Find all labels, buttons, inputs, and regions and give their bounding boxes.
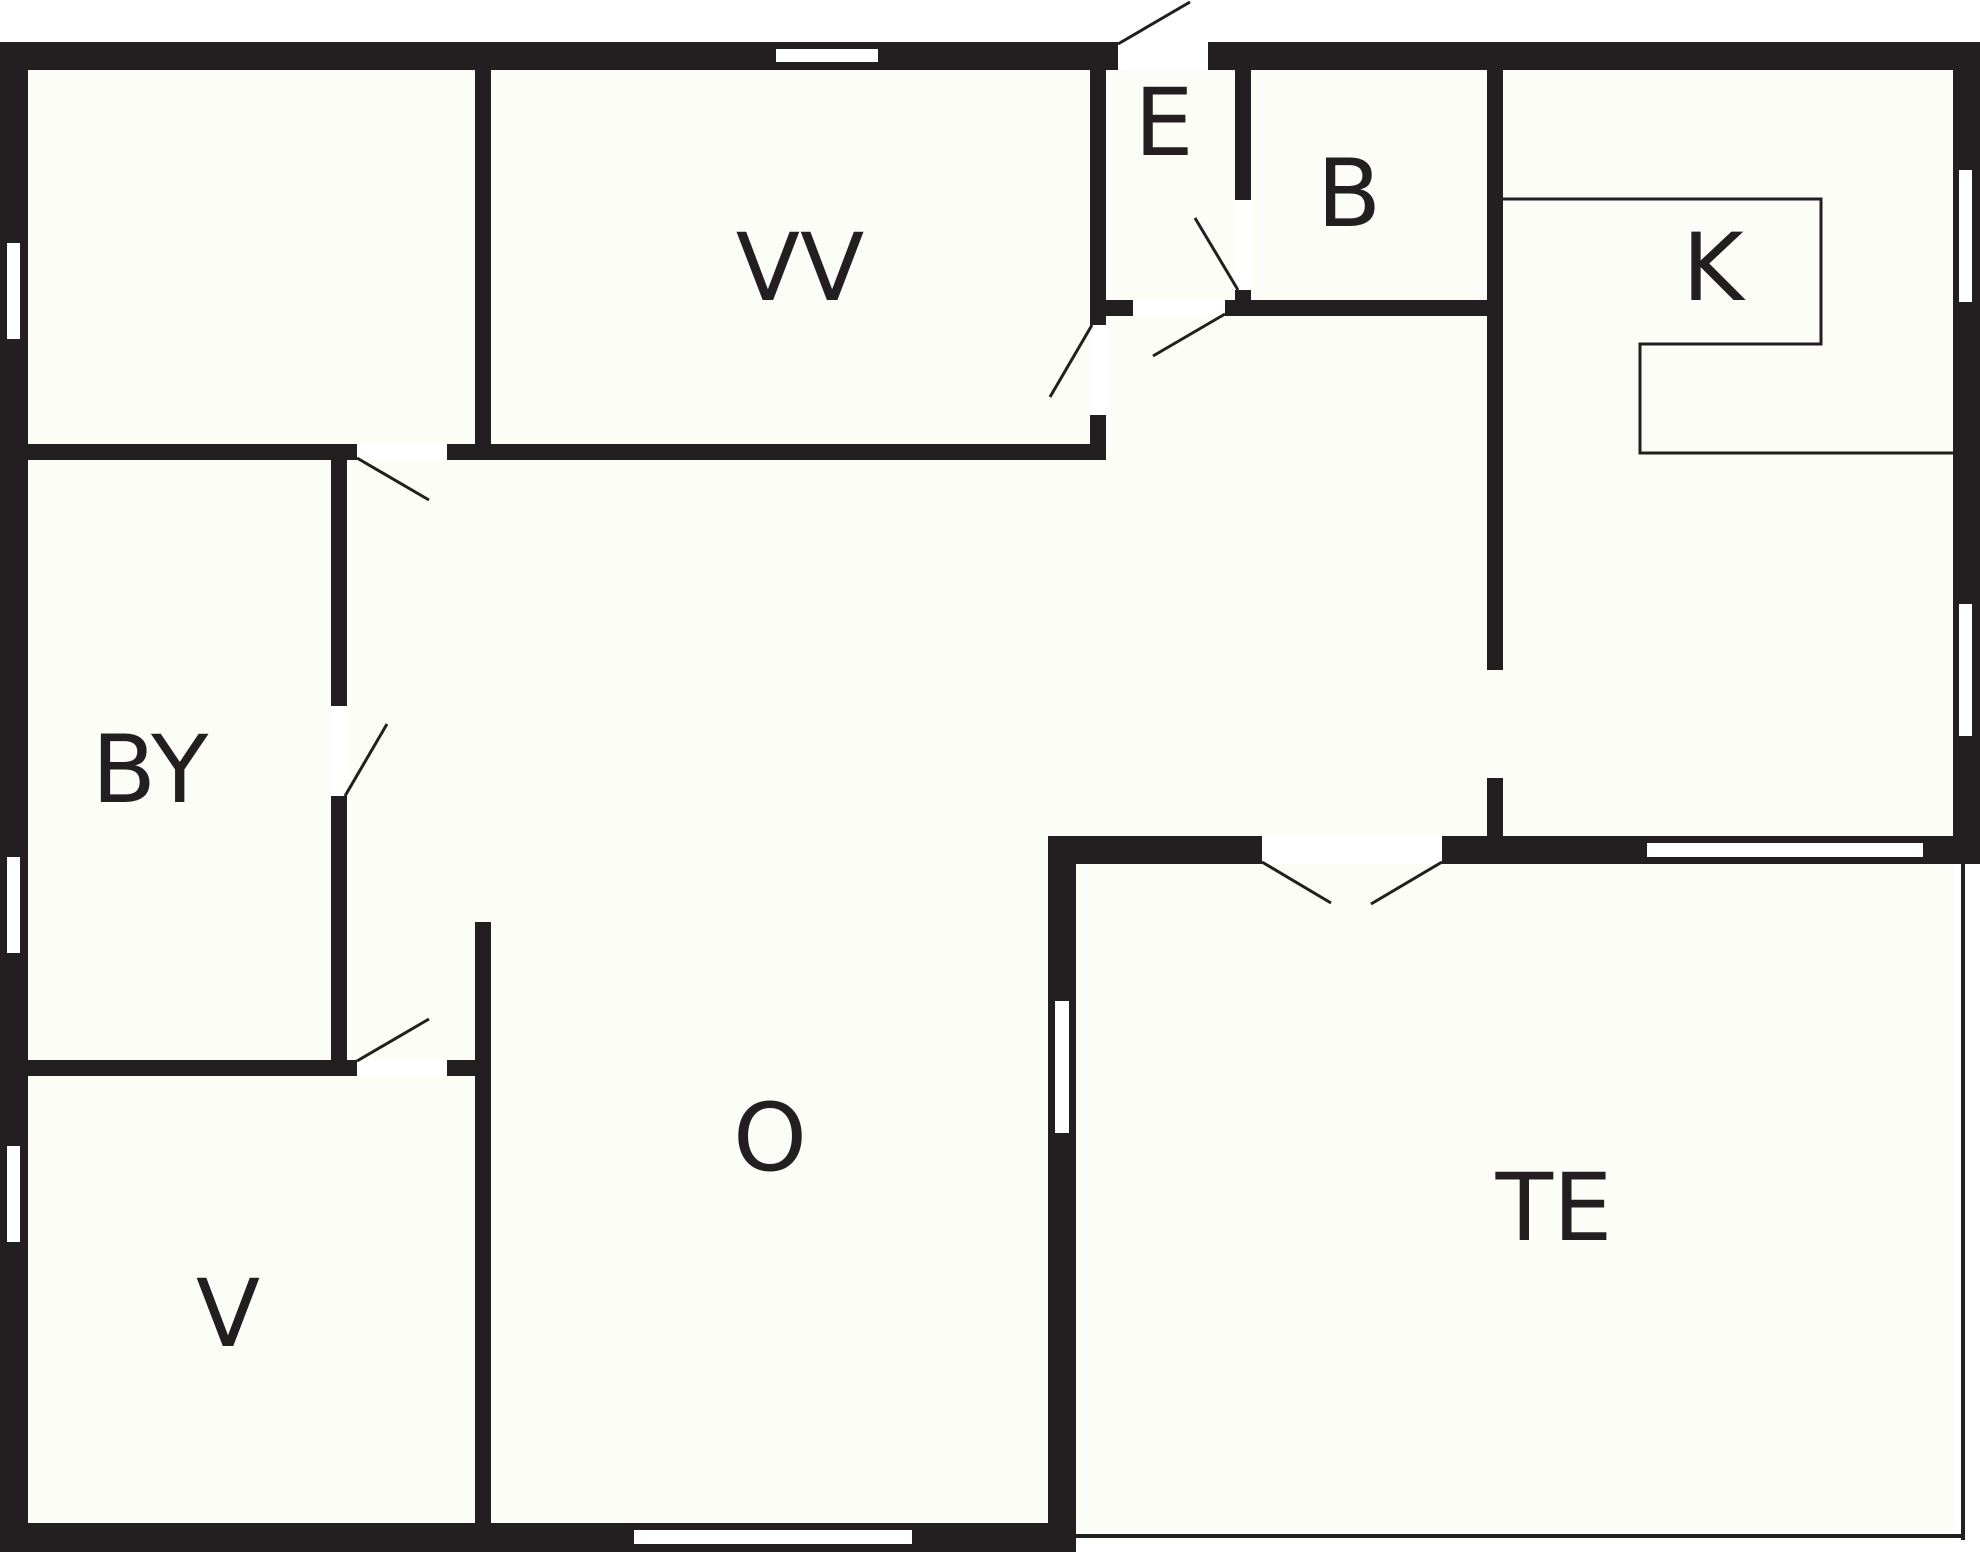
- outer-wall-right-upper: [1953, 42, 1980, 864]
- window-vv: [774, 47, 880, 64]
- vv-door-gap: [1090, 325, 1106, 415]
- wall-e-b-stub: [1238, 290, 1248, 305]
- window-left-1: [5, 241, 22, 341]
- room-label-v: V: [196, 1260, 260, 1369]
- wall-room1-vv: [475, 70, 491, 446]
- room-label-by: BY: [92, 716, 209, 825]
- te-outline-right: [1961, 864, 1965, 1540]
- outer-wall-top: [0, 42, 1980, 70]
- b-door-leaf: [1193, 217, 1240, 291]
- v-door-leaf: [356, 1017, 430, 1063]
- openings: [331, 41, 1442, 1076]
- room1-door-leaf: [356, 456, 430, 502]
- wall-v-o: [475, 922, 491, 1527]
- outer-wall-te-left: [1048, 836, 1076, 1552]
- floor-areas: [14, 55, 1954, 1541]
- window-right-2: [1957, 602, 1974, 738]
- window-left-2: [5, 855, 22, 955]
- room-label-b: B: [1317, 140, 1382, 249]
- by-door-gap: [331, 706, 347, 796]
- te-door-leaf-left: [1261, 860, 1332, 905]
- room-label-o: O: [733, 1084, 807, 1193]
- entry-door-gap: [1118, 41, 1208, 70]
- room1-door-gap: [357, 444, 447, 460]
- door-leaves: [343, 0, 1443, 1063]
- room-label-te: TE: [1495, 1154, 1613, 1263]
- b-door-gap: [1235, 200, 1251, 290]
- kitchen-counter: [1503, 197, 1953, 455]
- te-door-leaf-right: [1370, 860, 1443, 906]
- window-right-1: [1957, 168, 1974, 304]
- wall-b-k-upper: [1487, 70, 1503, 670]
- by-door-leaf: [343, 723, 389, 797]
- room-label-k: K: [1682, 214, 1746, 323]
- te-door-gap: [1262, 836, 1442, 864]
- wall-b-k-lower: [1487, 778, 1503, 842]
- windows: [5, 47, 1974, 1546]
- window-left-3: [5, 1144, 22, 1244]
- window-bottom: [632, 1528, 914, 1546]
- window-te-top: [1645, 841, 1925, 859]
- v-door-gap: [357, 1060, 447, 1076]
- outer-wall-bottom-left: [0, 1523, 1076, 1552]
- e-door-leaf: [1152, 312, 1226, 358]
- vv-door-leaf: [1048, 324, 1094, 398]
- room-label-e: E: [1134, 69, 1193, 178]
- room-label-vv: VV: [736, 214, 865, 323]
- entry-door-leaf: [1117, 0, 1191, 46]
- te-outline-bottom: [1076, 1534, 1965, 1538]
- e-door-gap: [1133, 300, 1225, 316]
- window-te-left: [1053, 999, 1071, 1135]
- room-labels: VV E B K BY O TE V: [92, 69, 1747, 1369]
- wall-row1-bottom: [14, 444, 1106, 460]
